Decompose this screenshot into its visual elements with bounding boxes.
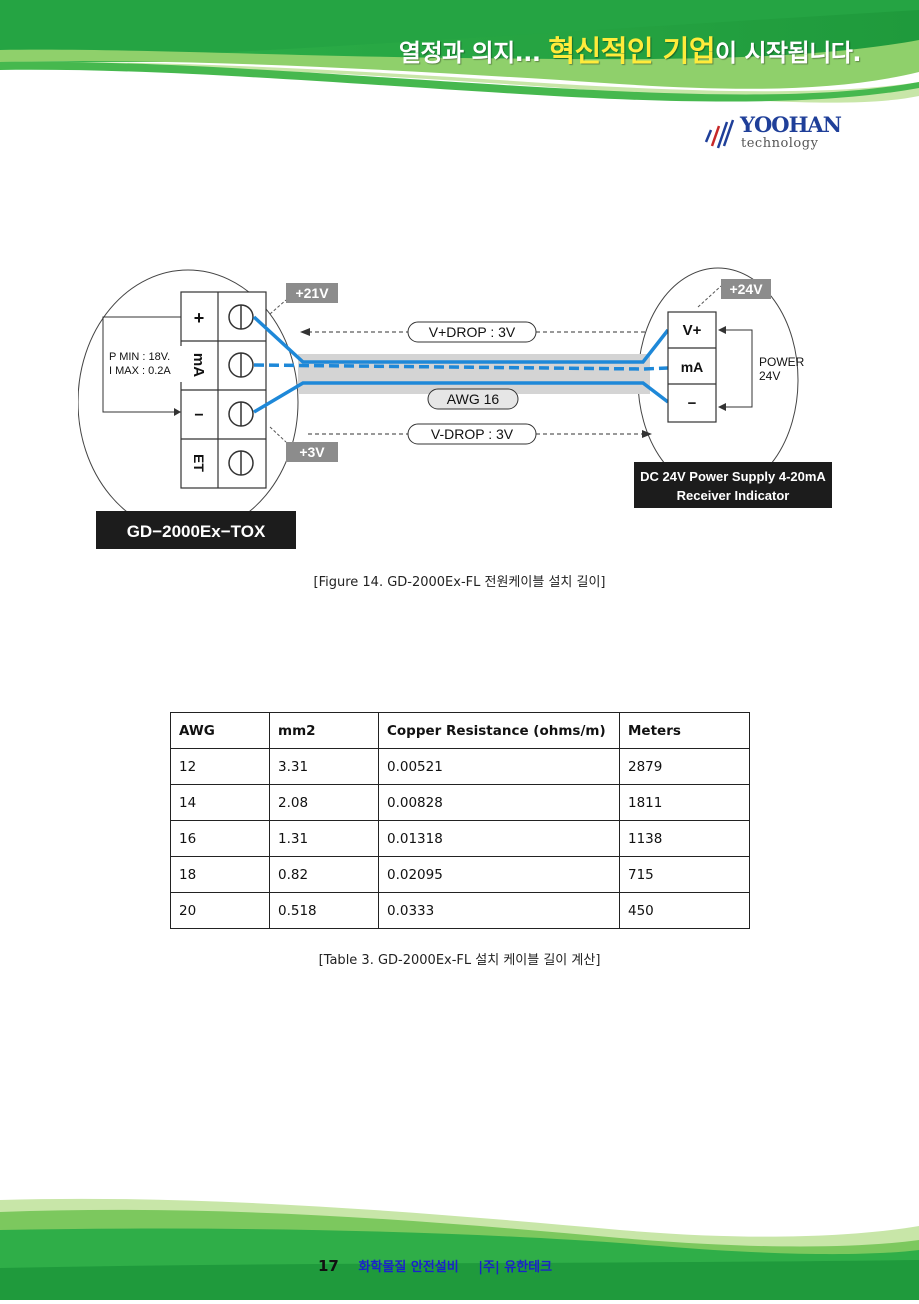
svg-text:+24V: +24V (729, 281, 763, 297)
vdrop-plus-pill (407, 321, 537, 343)
terminal-label-et: ET (191, 454, 207, 472)
receiver-terminal-minus: − (688, 395, 697, 412)
terminal-label-ma: mA (190, 353, 207, 377)
cell-meters: 2879 (619, 748, 750, 785)
cell-awg: 12 (170, 748, 270, 785)
cell-mm2: 2.08 (269, 784, 379, 821)
column-header-meters: Meters (619, 712, 750, 749)
plus3-badge (286, 442, 338, 462)
cell-meters: 1811 (619, 784, 750, 821)
wire-negative (253, 381, 670, 414)
slogan-prefix: 열정과 의지... (398, 39, 541, 67)
receiver-terminal-ma: mA (681, 359, 704, 375)
svg-text:DC 24V Power Supply 4-20mA: DC 24V Power Supply 4-20mA (640, 469, 826, 484)
cable-length-table: AWG mm2 Copper Resistance (ohms/m) Meter… (170, 712, 750, 929)
cell-meters: 450 (619, 892, 750, 929)
column-header-mm2: mm2 (269, 712, 379, 749)
cell-meters: 1138 (619, 820, 750, 857)
cell-awg: 20 (170, 892, 270, 929)
cell-resistance: 0.02095 (378, 856, 620, 893)
vdrop-minus-pill (407, 423, 537, 445)
power-loop-line (722, 329, 753, 408)
i-max-label: I MAX : 0.2A (109, 365, 171, 377)
slogan-highlight: 혁신적인 기업 (548, 34, 716, 68)
wiring-diagram: + mA − ET P MIN : 18V. I MAX : 0.2A +21V… (77, 262, 848, 562)
table-row: 12 3.31 0.00521 2879 (170, 748, 750, 785)
svg-text:Receiver Indicator: Receiver Indicator (677, 488, 790, 503)
footer-wave-graphic (0, 1198, 919, 1300)
cell-resistance: 0.00521 (378, 748, 620, 785)
p-min-label: P MIN : 18V. (109, 351, 170, 363)
cell-mm2: 0.518 (269, 892, 379, 929)
plus21-badge (286, 283, 338, 303)
receiver-terminal-vplus: V+ (683, 322, 702, 339)
cell-meters: 715 (619, 856, 750, 893)
awg-pill (427, 388, 519, 410)
receiver-terminal-block (667, 311, 717, 423)
table-row: 14 2.08 0.00828 1811 (170, 784, 750, 821)
device-name-box (96, 511, 296, 549)
supply-loop-line (102, 316, 181, 413)
cell-resistance: 0.01318 (378, 820, 620, 857)
cell-resistance: 0.00828 (378, 784, 620, 821)
svg-text:V+DROP : 3V: V+DROP : 3V (429, 324, 516, 340)
cell-mm2: 0.82 (269, 856, 379, 893)
logo-stripes-icon (704, 119, 735, 149)
page-header: 열정과 의지... 혁신적인 기업이 시작됩니다. (0, 0, 919, 115)
svg-text:V-DROP : 3V: V-DROP : 3V (431, 426, 514, 442)
header-wave-graphic (0, 0, 919, 103)
cell-mm2: 1.31 (269, 820, 379, 857)
receiver-title-box (634, 462, 832, 508)
svg-text:+3V: +3V (299, 444, 325, 460)
column-header-resistance: Copper Resistance (ohms/m) (378, 712, 620, 749)
cell-awg: 14 (170, 784, 270, 821)
terminal-label-minus: − (194, 407, 203, 424)
header-slogan: 열정과 의지... 혁신적인 기업이 시작됩니다. (398, 28, 862, 70)
wiring-diagram-svg: + mA − ET P MIN : 18V. I MAX : 0.2A +21V… (77, 267, 832, 549)
company-logo: YOOHAN technology (700, 112, 860, 156)
logo-subtitle: technology (741, 136, 819, 151)
footer-company-description: 화학물질 안전설비 (358, 1260, 459, 1275)
power-voltage-label: 24V (759, 369, 780, 383)
table-row: 20 0.518 0.0333 450 (170, 892, 750, 929)
column-header-awg: AWG (170, 712, 270, 749)
figure-caption: [Figure 14. GD-2000Ex-FL 전원케이블 설치 길이] (313, 575, 606, 590)
cell-resistance: 0.0333 (378, 892, 620, 929)
page-footer (0, 1190, 919, 1300)
cable-band (298, 354, 650, 394)
page-number: 17 (318, 1257, 339, 1275)
table-caption: [Table 3. GD-2000Ex-FL 설치 케이블 길이 계산] (318, 953, 601, 968)
svg-text:+21V: +21V (295, 285, 329, 301)
wire-positive (252, 315, 670, 364)
table-header-row: AWG mm2 Copper Resistance (ohms/m) Meter… (170, 712, 750, 749)
terminal-label-plus: + (194, 308, 205, 328)
table-row: 18 0.82 0.02095 715 (170, 856, 750, 893)
wire-signal (253, 363, 669, 371)
cell-awg: 18 (170, 856, 270, 893)
logo-wordmark: YOOHAN (740, 112, 842, 137)
footer-company-name: |주| 유한테크 (478, 1260, 553, 1275)
svg-text:GD−2000Ex−TOX: GD−2000Ex−TOX (127, 522, 266, 541)
cell-awg: 16 (170, 820, 270, 857)
terminal-screw-icon (228, 304, 254, 476)
svg-text:AWG 16: AWG 16 (447, 391, 500, 407)
footer-text: 17 화학물질 안전설비 |주| 유한테크 (318, 1256, 552, 1275)
plus24-badge (721, 279, 771, 299)
slogan-suffix: 이 시작됩니다. (715, 39, 861, 67)
power-label: POWER (759, 355, 805, 369)
table-row: 16 1.31 0.01318 1138 (170, 820, 750, 857)
cell-mm2: 3.31 (269, 748, 379, 785)
